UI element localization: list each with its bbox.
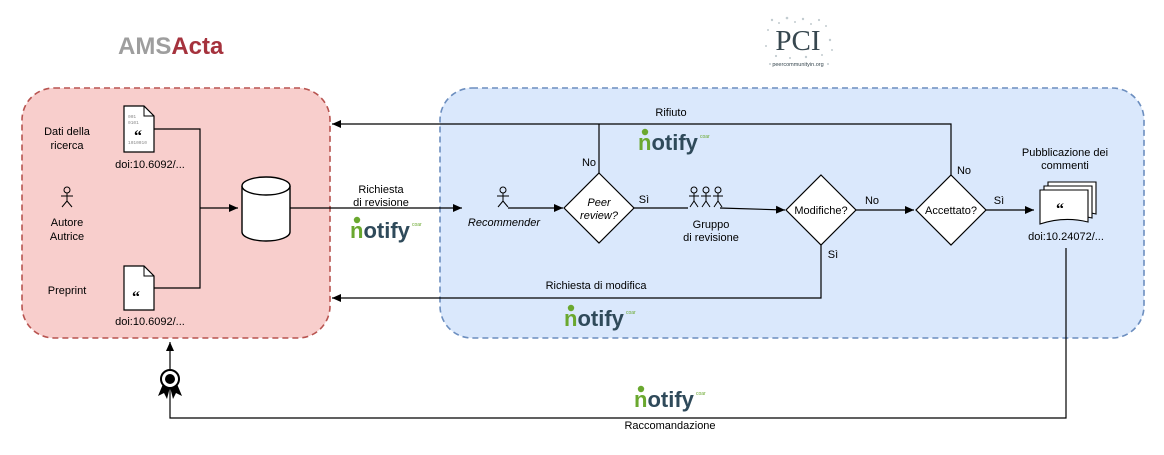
notify-word-rest: otify [577, 306, 624, 331]
amsacta-panel [21, 87, 331, 339]
change-request-label: Richiesta di modifica [546, 280, 648, 292]
amsacta-logo-prefix: AMS [118, 33, 171, 60]
notify-coar-tag: coar [412, 222, 422, 228]
svg-text:“: “ [134, 128, 142, 145]
notify-dot-icon [567, 304, 575, 312]
svg-text:notify: notify [634, 387, 695, 412]
preprint-doi: doi:10.6092/... [115, 316, 185, 328]
notify-dot-icon [641, 128, 649, 136]
pci-logo-subtitle: peercommunityin.org [772, 62, 823, 68]
notify-dot-icon [637, 385, 645, 393]
notify-coar-tag: coar [700, 134, 710, 140]
change-request-arrow [332, 243, 822, 302]
research-data-icon: 001 0101 1010010 “ [123, 105, 155, 153]
review-group-arrow [719, 205, 786, 214]
svg-text:notify: notify [350, 218, 411, 243]
peer-review-no-label: No [582, 157, 596, 169]
notify-n-letter: n [638, 130, 651, 155]
rejection-label: Rifiuto [655, 107, 686, 119]
svg-text:1010010: 1010010 [128, 140, 147, 146]
publication-stack-icon: “ [1039, 181, 1097, 225]
notify-n-letter: n [350, 218, 363, 243]
svg-text:notify: notify [564, 306, 625, 331]
pci-logo-title: PCI [775, 25, 820, 57]
notify-word-rest: otify [363, 218, 410, 243]
accepted-label: Accettato? [925, 205, 977, 217]
accepted-decision [915, 174, 987, 246]
preprint-label: Preprint [48, 285, 87, 297]
pci-logo: PCI peercommunityin.org [765, 16, 833, 68]
peer-review-decision [563, 172, 635, 244]
award-icon [158, 369, 182, 399]
amsacta-logo-suffix: Acta [171, 33, 224, 60]
amsacta-logo: AMSActa [118, 33, 224, 60]
database-icon [241, 176, 291, 242]
changes-label: Modifiche? [794, 205, 847, 217]
notify-word-rest: otify [647, 387, 694, 412]
preprint-icon: “ [123, 265, 155, 311]
notify-word-rest: otify [651, 130, 698, 155]
notify-coar-tag: coar [696, 391, 706, 397]
notify-coar-tag: coar [626, 310, 636, 316]
accepted-no-label: No [957, 165, 971, 177]
changes-yes-label: Sì [828, 249, 838, 261]
svg-text:0101: 0101 [128, 120, 139, 126]
peer-review-yes-label: Sì [639, 194, 649, 206]
notify-n-letter: n [564, 306, 577, 331]
rejection-arrow [332, 120, 952, 178]
author-icon [61, 186, 73, 208]
publication-doi: doi:10.24072/... [1028, 231, 1104, 243]
research-data-doi: doi:10.6092/... [115, 159, 185, 171]
recommendation-label: Raccomandazione [624, 420, 715, 432]
svg-text:“: “ [1056, 201, 1064, 218]
svg-text:notify: notify [638, 130, 699, 155]
notify-n-letter: n [634, 387, 647, 412]
recommender-icon [497, 186, 509, 208]
notify-dot-icon [353, 216, 361, 224]
recommender-label: Recommender [468, 217, 541, 229]
review-group-icon [689, 186, 723, 208]
changes-no-label: No [865, 195, 879, 207]
svg-text:“: “ [132, 289, 140, 306]
bracket-connector [154, 128, 238, 289]
accepted-yes-label: Sì [994, 195, 1004, 207]
changes-decision [785, 174, 857, 246]
svg-text:001: 001 [128, 114, 136, 120]
